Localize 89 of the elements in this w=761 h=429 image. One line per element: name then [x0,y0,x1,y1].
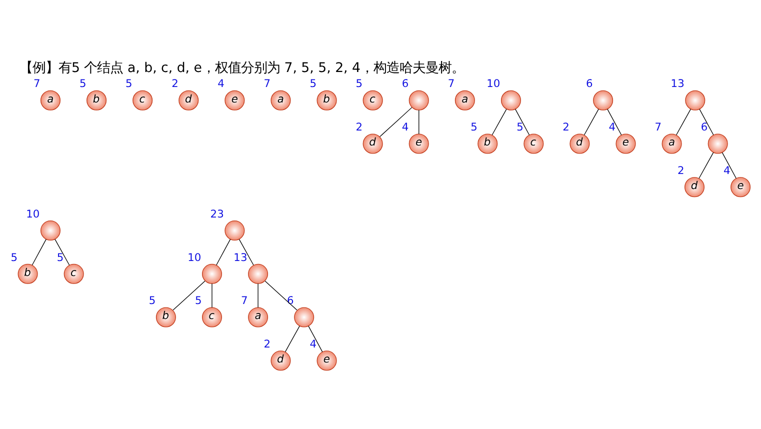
node-circle: b [86,90,107,110]
node-circle [294,307,314,328]
connector [418,110,420,134]
node-label: 13 [234,250,248,264]
connector [216,238,231,266]
node-label: 6 [402,77,409,90]
node-label: 7 [448,77,455,90]
node-label: 2 [172,77,178,90]
node-circle [202,264,222,284]
connector [698,152,714,179]
connector [380,107,412,137]
connector [54,238,70,266]
node-circle: e [730,177,751,198]
connector [607,108,622,136]
connector [515,108,530,136]
node-label: 4 [608,120,616,134]
node-circle [685,90,706,110]
connector [722,152,737,179]
node-label: 13 [670,77,684,90]
node-circle: e [408,134,429,154]
node-label: 5 [148,294,156,308]
node-circle: d [362,134,383,154]
node-label: 5 [356,77,363,90]
node-label: 5 [80,77,86,90]
node-label: 10 [486,77,500,90]
node-circle: a [248,307,268,328]
node-label: 4 [218,77,224,90]
node-label: 5 [126,77,132,90]
node-label: 5 [194,294,202,308]
node-label: 5 [10,250,18,264]
node-label: 6 [586,77,593,90]
connector [584,108,599,136]
node-circle: d [178,90,199,110]
node-label: 10 [26,207,40,220]
connector [699,108,714,136]
diagram-title: 【例】有5 个结点 a, b, c, d, e，权值分别为 7, 5, 5, 2, 4，构造哈夫曼树。 [20,61,465,76]
node-circle: e [616,134,636,154]
node-circle [408,90,429,110]
connector [676,108,691,136]
node-label: 7 [241,294,248,308]
node-circle [248,264,268,284]
node-circle: e [316,350,337,371]
node-label: 5 [470,120,478,134]
connector [308,326,323,352]
node-label: 2 [677,164,684,177]
node-circle: b [478,134,498,154]
node-circle: c [64,264,84,284]
node-circle [40,220,60,241]
node-label: 23 [210,207,224,220]
node-circle: a [270,90,291,110]
connector [238,238,254,266]
node-label: 7 [654,120,662,134]
node-circle [224,220,245,241]
connector [264,280,298,310]
node-label: 4 [310,338,317,351]
node-circle: a [454,90,475,110]
node-label: 7 [33,77,40,90]
node-label: 2 [356,120,363,134]
node-circle: a [40,90,60,110]
connector [492,108,507,136]
node-circle: c [524,134,544,154]
node-label: 6 [287,294,294,308]
connector [284,326,300,352]
node-circle: a [662,134,682,154]
node-circle: c [362,90,383,110]
node-circle [593,90,614,110]
node-circle: b [18,264,38,284]
node-circle: c [202,307,222,328]
node-circle: e [224,90,245,110]
node-label: 5 [310,77,317,90]
node-circle: c [132,90,153,110]
node-label: 7 [264,77,270,90]
node-circle [708,134,728,154]
node-label: 10 [188,250,202,264]
node-label: 2 [264,338,270,351]
node-label: 2 [562,120,570,134]
node-circle: b [156,307,176,328]
connector [172,280,206,310]
node-label: 5 [516,120,524,134]
connector [32,238,46,266]
node-circle [500,90,521,110]
node-label: 4 [402,120,409,134]
node-circle: b [316,90,337,110]
node-circle: d [684,177,704,198]
node-label: 4 [724,164,730,177]
node-circle: d [270,350,291,371]
node-label: 5 [56,250,64,264]
node-circle: d [570,134,590,154]
node-label: 6 [700,120,708,134]
